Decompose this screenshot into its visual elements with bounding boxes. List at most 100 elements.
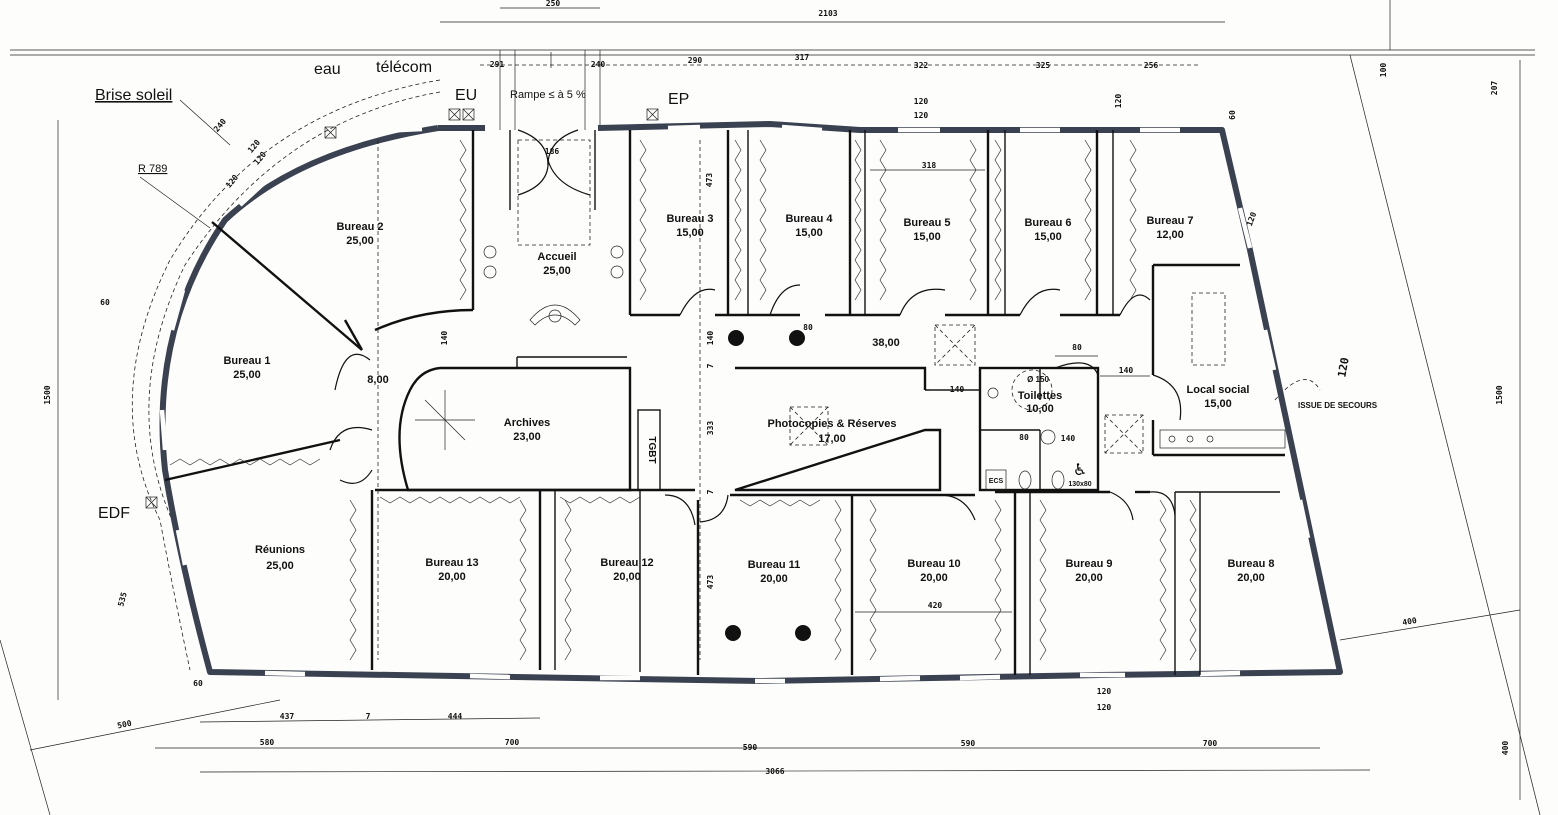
room-bureau-4: Bureau 4 15,00: [785, 213, 833, 239]
room-area: 38,00: [872, 337, 900, 349]
label-rampe: Rampe ≤ à 5 %: [510, 89, 586, 101]
room-name: Bureau 3: [666, 213, 713, 225]
dim-317: 317: [795, 53, 810, 62]
bottom-dimensions: 120 120 437 7 444 580 700 590 590 700 30…: [155, 687, 1371, 776]
room-area: 12,00: [1156, 229, 1184, 241]
eu-box-2: [462, 108, 475, 121]
room-name: Bureau 12: [600, 557, 653, 569]
room-labels: Bureau 1 25,00 Bureau 2 25,00 Accueil 25…: [223, 213, 1274, 585]
dim-140-wc2: 140: [1061, 434, 1076, 443]
dim-250: 250: [546, 0, 561, 8]
dim-bot-700a: 700: [505, 738, 520, 747]
dim-322: 322: [914, 61, 929, 70]
label-ecs: ECS: [989, 478, 1004, 485]
building-facade: [159, 121, 1343, 684]
room-accueil: Accueil 25,00: [537, 251, 576, 277]
label-telecom: télécom: [376, 59, 432, 76]
dim-1500-left: 1500: [43, 385, 52, 404]
room-archives: Archives 23,00: [504, 417, 550, 443]
dim-140-mid: 140: [706, 331, 715, 346]
dim-win-120a: 120: [914, 97, 929, 106]
column-2: [789, 330, 805, 346]
skylight-photocopies: [789, 406, 829, 446]
dim-v-120: 120: [1114, 94, 1123, 109]
dim-186: 186: [545, 147, 560, 156]
wc-1: [1018, 470, 1032, 490]
dim-v-60: 60: [1228, 110, 1237, 120]
dim-bot-580: 580: [260, 738, 275, 747]
room-bureau-6: Bureau 6 15,00: [1024, 217, 1071, 243]
utility-labels: eau télécom EU EP EDF Rampe ≤ à 5 % Bris…: [95, 52, 689, 522]
toilets-block: [978, 366, 1100, 492]
dim-bot-590b: 590: [961, 739, 976, 748]
ep-box: [646, 108, 659, 121]
room-area: 20,00: [760, 573, 788, 585]
label-diameter: Ø 150: [1027, 375, 1049, 384]
dim-140-wc: 140: [950, 385, 965, 394]
room-area: 17,00: [818, 433, 846, 445]
dim-60-bot: 60: [193, 679, 203, 688]
ecs-heater: [985, 469, 1007, 491]
label-eu: EU: [455, 87, 477, 104]
kitchen-counter: [1159, 429, 1286, 449]
label-radius: R 789: [138, 163, 167, 175]
dim-333: 333: [706, 421, 715, 436]
room-area: 15,00: [1034, 231, 1062, 243]
room-bureau-12: Bureau 12 20,00: [600, 557, 653, 583]
dim-207: 207: [1490, 81, 1499, 96]
room-local-social: Local social 15,00: [1187, 384, 1250, 410]
room-bureau-13: Bureau 13 20,00: [425, 557, 478, 583]
plant-1: [483, 245, 497, 259]
room-area: 25,00: [266, 560, 294, 572]
room-area: 25,00: [543, 265, 571, 277]
dim-290: 290: [688, 56, 703, 65]
sink-pmr: [1040, 429, 1056, 445]
room-area: 15,00: [676, 227, 704, 239]
dim-473-top: 473: [705, 173, 714, 188]
dim-7-a: 7: [706, 363, 715, 368]
dim-140-ls: 140: [1119, 366, 1134, 375]
dim-100: 100: [1379, 63, 1388, 78]
room-name: Bureau 6: [1024, 217, 1071, 229]
turning-circle: [1011, 369, 1053, 411]
dim-473-bot: 473: [706, 575, 715, 590]
dim-2103: 2103: [818, 9, 837, 18]
room-name: Photocopies & Réserves: [768, 418, 897, 430]
dim-80-a: 80: [803, 323, 813, 332]
dim-535: 535: [116, 591, 128, 607]
sink: [987, 387, 999, 399]
dim-bot-444: 444: [448, 712, 463, 721]
plant-4: [610, 265, 624, 279]
room-area: 25,00: [346, 235, 374, 247]
left-dimensions: 1500 535 60 500: [43, 120, 203, 730]
dim-bot-120b: 120: [1097, 703, 1112, 712]
dim-400-a: 400: [1402, 616, 1418, 627]
room-name: Bureau 2: [336, 221, 383, 233]
dim-bot-120a: 120: [1097, 687, 1112, 696]
label-tgbt: TGBT: [646, 436, 657, 463]
room-area: 10,00: [1026, 403, 1054, 415]
room-bureau-5: Bureau 5 15,00: [903, 217, 950, 243]
room-area: 25,00: [233, 369, 261, 381]
wheelchair-icon: ♿: [1073, 460, 1087, 479]
room-toilettes: Toilettes 10,00: [1018, 390, 1062, 415]
skylight-corridor: [934, 324, 976, 366]
fixtures: [415, 245, 1286, 641]
column-3: [725, 625, 741, 641]
room-area: 20,00: [920, 572, 948, 584]
room-name: Local social: [1187, 384, 1250, 396]
reception-desk: [529, 304, 581, 326]
room-name: Bureau 5: [903, 217, 950, 229]
label-ep: EP: [668, 91, 689, 108]
dim-140-left: 140: [440, 331, 449, 346]
room-bureau-10: Bureau 10 20,00: [907, 558, 960, 584]
dim-120-issue: 120: [1335, 356, 1351, 378]
room-bureau-1: Bureau 1 25,00: [223, 355, 270, 381]
plant-3: [610, 245, 624, 259]
room-bureau-2: Bureau 2 25,00: [336, 221, 383, 247]
room-name: Bureau 13: [425, 557, 478, 569]
room-name: Bureau 9: [1065, 558, 1112, 570]
room-area: 20,00: [1075, 572, 1103, 584]
room-area: 20,00: [613, 571, 641, 583]
